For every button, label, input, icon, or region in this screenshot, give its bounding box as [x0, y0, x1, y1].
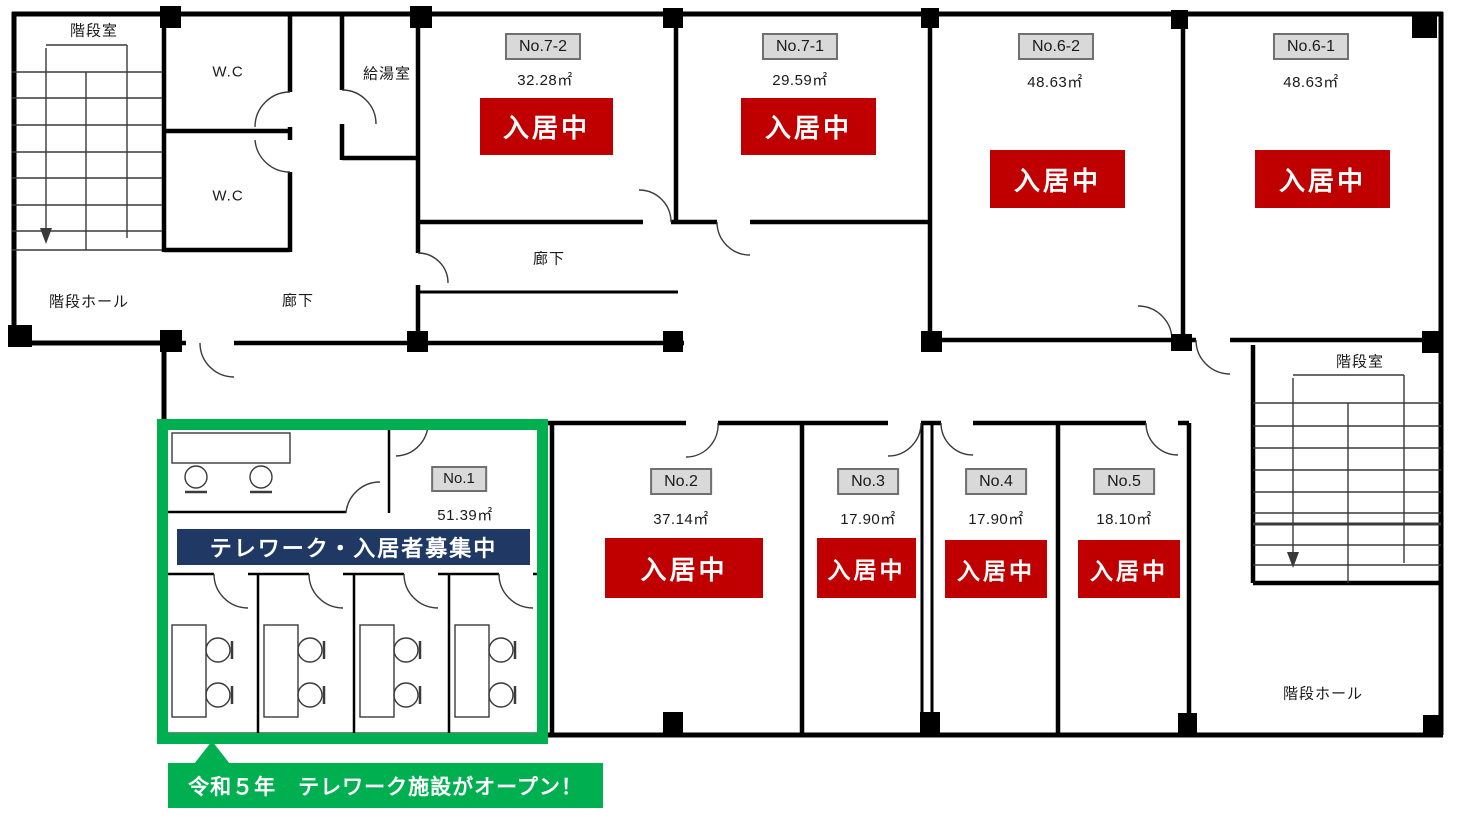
wc-lower-label: W.C	[212, 187, 244, 205]
room-number-tag: No.5	[1093, 468, 1155, 496]
room-area: 17.90㎡	[968, 511, 1024, 528]
room-number-tag: No.4	[965, 468, 1027, 496]
room-area: 18.10㎡	[1096, 511, 1152, 528]
room-area: 29.59㎡	[772, 72, 828, 89]
corridor-label-top-left: 廊下	[281, 292, 315, 310]
stairs-down-arrow	[1287, 552, 1299, 568]
room-area: 32.28㎡	[517, 72, 573, 89]
callout-pointer	[194, 741, 230, 764]
stairwell-label-top-left: 階段室	[69, 22, 119, 40]
occupied-badge: 入居中	[945, 540, 1047, 598]
telework-partitions	[166, 423, 546, 733]
room-area: 37.14㎡	[653, 511, 709, 528]
stair-hall-label-top-left: 階段ホール	[48, 293, 130, 311]
room-number-tag: No.3	[837, 468, 899, 496]
occupied-badge: 入居中	[990, 150, 1125, 208]
pillars	[8, 6, 1443, 737]
telework-room-highlight	[157, 419, 548, 744]
room-number-tag: No.2	[650, 468, 712, 496]
stairs-down-arrow	[40, 228, 52, 244]
room-area: 17.90㎡	[840, 511, 896, 528]
room-number-tag: No.7-1	[761, 33, 839, 61]
kitchenette-label: 給湯室	[362, 65, 412, 83]
wc-upper-label: W.C	[212, 63, 244, 81]
room-area: 51.39㎡	[437, 507, 493, 524]
room-number-tag: No.6-2	[1017, 33, 1095, 61]
room-number-tag: No.1	[431, 466, 487, 492]
door-arcs	[199, 89, 1231, 609]
corridor-label-main: 廊下	[532, 250, 566, 268]
stairs-top-left	[12, 44, 162, 251]
occupied-badge: 入居中	[817, 538, 916, 598]
occupied-badge: 入居中	[480, 98, 613, 155]
telework-open-callout: 令和５年 テレワーク施設がオープン！	[168, 763, 603, 808]
thin-walls	[418, 290, 934, 735]
room-number-tag: No.7-2	[504, 33, 582, 61]
recruiting-banner: テレワーク・入居者募集中	[177, 529, 530, 565]
stair-hall-label-bottom-right: 階段ホール	[1282, 685, 1364, 703]
room-area: 48.63㎡	[1027, 74, 1083, 91]
room-area: 48.63㎡	[1283, 74, 1339, 91]
room-number-tag: No.6-1	[1272, 33, 1350, 61]
stairs-bottom-right	[1253, 374, 1441, 583]
stairwell-label-bottom-right: 階段室	[1335, 353, 1385, 371]
occupied-badge: 入居中	[605, 538, 763, 598]
occupied-badge: 入居中	[1255, 150, 1390, 208]
occupied-badge: 入居中	[1078, 540, 1180, 598]
telework-furniture	[171, 432, 517, 718]
occupied-badge: 入居中	[741, 98, 876, 155]
